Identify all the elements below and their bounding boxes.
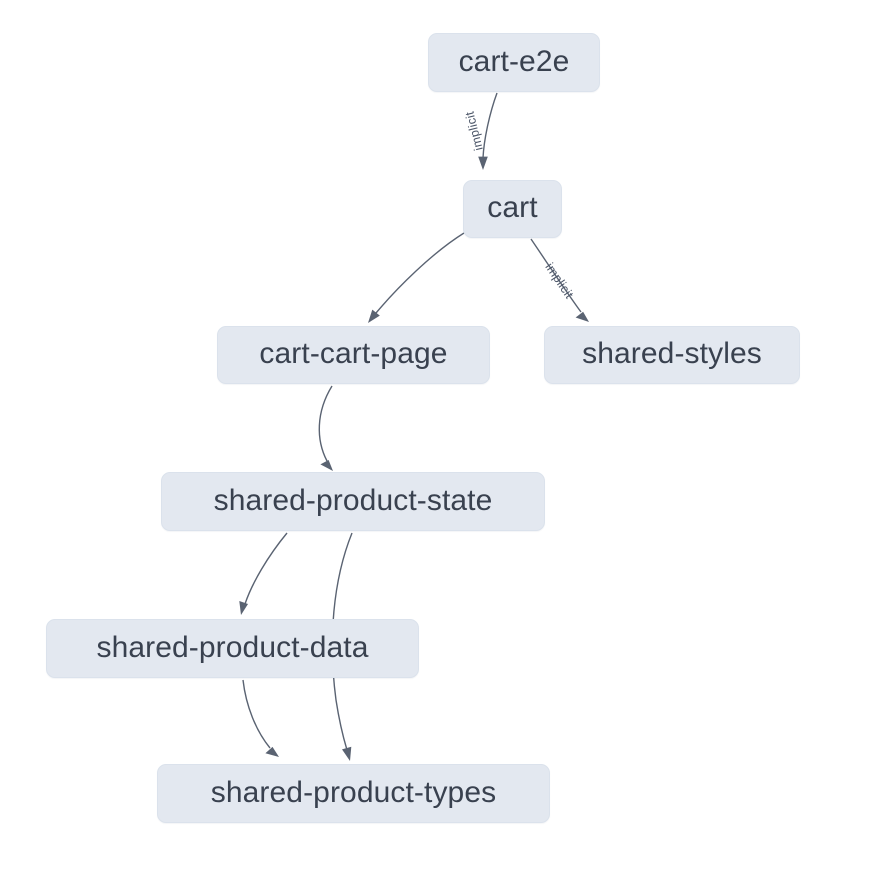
edge-shared-product-data-to-shared-product-types bbox=[242, 679, 279, 757]
node-cart-cart-page[interactable]: cart-cart-page bbox=[217, 326, 490, 384]
edge-cart-e2e-to-cart: implicit bbox=[462, 92, 498, 170]
edge-path bbox=[482, 92, 498, 159]
edge-cart-to-shared-styles: implicit bbox=[530, 238, 589, 322]
node-cart-e2e[interactable]: cart-e2e bbox=[428, 33, 600, 92]
edge-label-implicit-1: implicit bbox=[462, 110, 485, 152]
node-label: shared-product-types bbox=[210, 775, 497, 809]
edge-path bbox=[244, 532, 288, 605]
edge-cart-to-cart-cart-page bbox=[368, 232, 465, 323]
node-label: cart-e2e bbox=[458, 44, 570, 78]
node-label: shared-product-data bbox=[96, 630, 369, 664]
edge-path bbox=[242, 679, 271, 749]
node-shared-product-types[interactable]: shared-product-types bbox=[157, 764, 550, 823]
arrowhead-icon bbox=[342, 746, 352, 761]
arrowhead-icon bbox=[575, 311, 589, 322]
arrowhead-icon bbox=[478, 156, 488, 170]
node-label: shared-styles bbox=[582, 337, 762, 370]
edge-path bbox=[318, 385, 333, 462]
node-label: shared-product-state bbox=[213, 483, 493, 517]
arrowhead-icon bbox=[320, 460, 333, 471]
edge-path bbox=[375, 232, 465, 314]
arrowhead-icon bbox=[265, 746, 279, 757]
edge-path bbox=[530, 238, 582, 313]
node-label: cart bbox=[487, 191, 538, 224]
node-label: cart-cart-page bbox=[259, 337, 448, 370]
node-shared-styles[interactable]: shared-styles bbox=[544, 326, 800, 384]
arrowhead-icon bbox=[239, 601, 248, 615]
edge-shared-product-state-to-shared-product-data bbox=[239, 532, 288, 615]
arrowhead-icon bbox=[368, 309, 380, 323]
node-shared-product-data[interactable]: shared-product-data bbox=[46, 619, 419, 678]
edge-cart-cart-page-to-shared-product-state bbox=[318, 385, 333, 471]
edge-label-implicit-2: implicit bbox=[542, 260, 576, 301]
node-shared-product-state[interactable]: shared-product-state bbox=[161, 472, 545, 531]
node-cart[interactable]: cart bbox=[463, 180, 562, 238]
